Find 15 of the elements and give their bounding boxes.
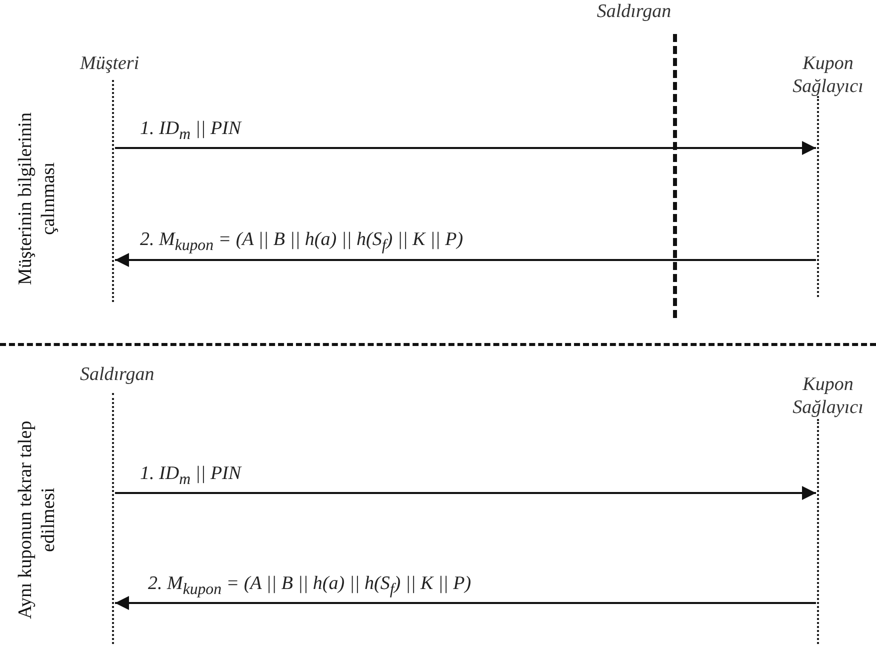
message-arrow (115, 486, 816, 500)
message-label: 1. ID$_{m}$ || PIN (140, 118, 242, 145)
message-label: 2. M$_{kupon}$ = (A || B || h(a) || h(S$_{f}$) || K || P) (148, 573, 472, 600)
participant-name: Kupon Sağlayıcı (792, 373, 864, 419)
message-arrow (115, 253, 816, 267)
phase-label: Aynı kuponun tekrar talep edilmesi (14, 420, 60, 622)
participant-name: Kupon Sağlayıcı (792, 52, 864, 98)
message-label: 1. ID$_{m}$ || PIN (140, 463, 242, 490)
participant-name: Saldırgan (596, 0, 672, 23)
participant-name: Müşteri (80, 52, 140, 75)
message-arrow (115, 141, 816, 155)
message-label: 2. M$_{kupon}$ = (A || B || h(a) || h(S$_{f}$) || K || P) (140, 229, 464, 256)
participant-name: Saldırgan (80, 363, 156, 386)
message-arrow (115, 596, 816, 610)
phase-label: Müşterinin bilgilerinin çalınması (14, 112, 60, 288)
